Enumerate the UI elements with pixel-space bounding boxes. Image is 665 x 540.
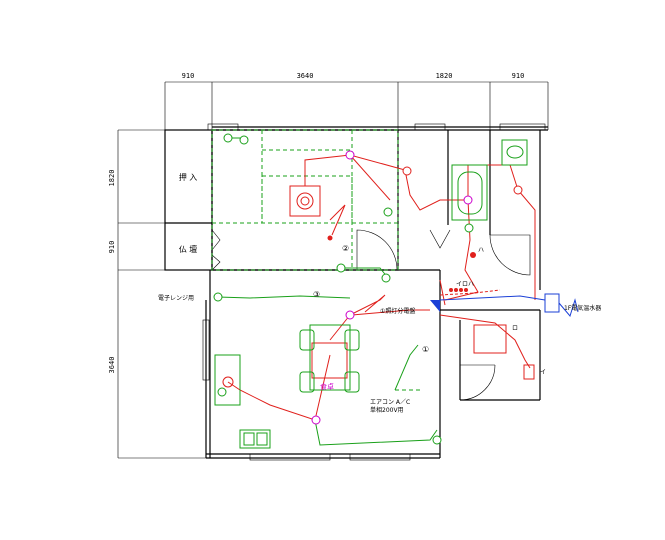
dining-table [299,324,360,393]
circuit-number-2: ② [342,244,349,253]
lighting-circuits [227,154,536,421]
dim-top-2: 3640 [297,72,314,80]
doors [211,229,531,401]
range-label: 電子レンジ用 [158,295,194,302]
bathroom-fixtures [451,139,535,380]
left-dimension-lines [117,129,210,459]
dim-top-1: 910 [182,72,195,80]
room-oshiire: 押 入 [179,172,198,182]
right-equipment-label: 1F電気温水器 [564,304,601,312]
walls [164,123,548,461]
dim-top-4: 910 [512,72,525,80]
dim-left-3: 3640 [108,357,116,374]
aircon-label-1: エアコン A／C [370,399,410,406]
kitchen-light-label: ①照灯分電盤 [380,307,415,315]
wc-label: ロ [512,325,518,332]
top-dimension-lines [164,81,549,130]
outlet-symbols [213,133,523,445]
bath-label: ハ [478,247,484,254]
room-butsudan: 仏 壇 [179,244,198,254]
kitchen-counter [214,354,271,449]
wc-label-2: イ [540,369,546,376]
dim-top-3: 1820 [436,72,453,80]
dim-left-1: 1820 [108,170,116,187]
circuit-number-1: ① [422,345,429,354]
tatami-grid [211,129,399,271]
circuit-number-3: ③ [313,290,320,299]
aircon-label-2: 単相200V用 [370,406,404,414]
table-label: 食卓 [320,382,334,391]
dim-left-2: 910 [108,241,116,254]
feed-line [430,293,579,318]
ceiling-light-fixture [289,185,321,217]
lower-label: イロハ [456,281,474,288]
